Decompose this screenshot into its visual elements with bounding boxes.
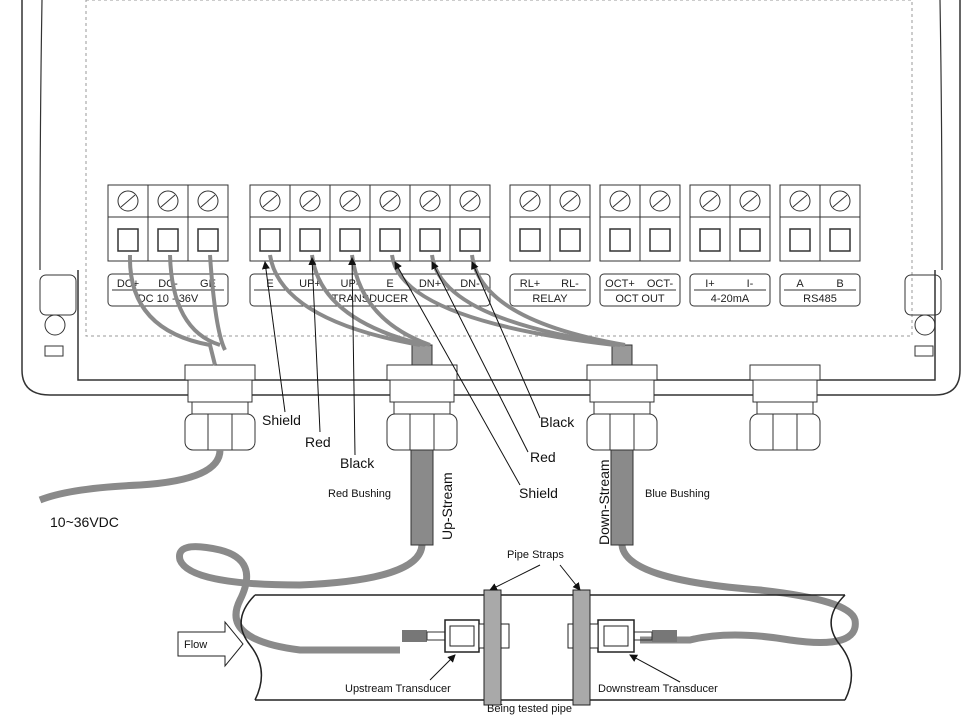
pipe-strap-left: [483, 589, 502, 706]
cable-gland-0: [184, 364, 256, 451]
label-power: 10~36VDC: [50, 514, 119, 530]
label-down-stream: Down-Stream: [596, 459, 612, 545]
label-red-bushing: Red Bushing: [328, 488, 391, 500]
terminal-label-box: [689, 273, 771, 307]
group-label: OCT OUT: [615, 293, 665, 305]
group-label: RS485: [803, 293, 837, 305]
group-label: 4-20mA: [711, 293, 750, 305]
pin-label: E: [266, 278, 273, 290]
label-flow: Flow: [184, 639, 207, 651]
pin-label: DN-: [460, 278, 480, 290]
downstream-cable-sleeve: [610, 449, 634, 546]
label-downstream-transducer: Downstream Transducer: [598, 683, 718, 695]
label-pipe: Being tested pipe: [487, 703, 572, 715]
terminal-label-box: [107, 273, 229, 307]
label-upstream-transducer: Upstream Transducer: [345, 683, 451, 695]
terminal-block-5: A B RS485: [779, 184, 861, 307]
label-shield-up: Shield: [262, 412, 301, 428]
cable-gland-3: [749, 364, 821, 451]
upstream-cable-sleeve: [410, 449, 434, 546]
cable-gland-2: [586, 344, 658, 451]
board-area: [85, 0, 913, 337]
terminal-block-2: RL+ RL- RELAY: [509, 184, 591, 307]
pin-label: I-: [747, 278, 754, 290]
mount-hole-right: [914, 314, 936, 336]
pin-label: OCT-: [647, 278, 674, 290]
terminal-label-box: [599, 273, 681, 307]
enclosure-inner: [39, 0, 943, 270]
label-blue-bushing: Blue Bushing: [645, 488, 710, 500]
enclosure-outline: [21, 0, 961, 396]
group-label: RELAY: [532, 293, 568, 305]
mount-hole-left: [44, 314, 66, 336]
pin-label: A: [796, 278, 804, 290]
cable-gland-1: [386, 344, 458, 451]
label-black-dn: Black: [540, 414, 575, 430]
pin-label: E: [386, 278, 393, 290]
pin-label: UP+: [299, 278, 321, 290]
group-label: TRANSDUCER: [332, 293, 408, 305]
pin-label: UP-: [341, 278, 360, 290]
terminal-block-4: I+ I- 4-20mA: [689, 184, 771, 307]
pipe-strap-right: [572, 589, 591, 706]
pin-label: DN+: [419, 278, 441, 290]
label-red-dn: Red: [530, 449, 556, 465]
terminal-block-3: OCT+ OCT- OCT OUT: [599, 184, 681, 307]
label-black-up: Black: [340, 455, 375, 471]
label-up-stream: Up-Stream: [439, 472, 455, 540]
label-shield-dn: Shield: [519, 485, 558, 501]
pin-label: B: [836, 278, 843, 290]
group-label: DC 10 - 36V: [138, 293, 199, 305]
flow-arrow: [177, 620, 244, 668]
terminal-block-1: E UP+ UP- E DN+ DN- TRANSDUCER: [249, 184, 491, 307]
label-red-up: Red: [305, 434, 331, 450]
label-pipe-straps: Pipe Straps: [507, 549, 564, 561]
terminal-label-box: [509, 273, 591, 307]
pin-label: RL-: [561, 278, 579, 290]
pin-label: RL+: [520, 278, 541, 290]
cables: [38, 254, 859, 654]
pin-label: OCT+: [605, 278, 635, 290]
pipe: [240, 594, 853, 701]
pin-label: I+: [705, 278, 714, 290]
terminal-label-box: [779, 273, 861, 307]
